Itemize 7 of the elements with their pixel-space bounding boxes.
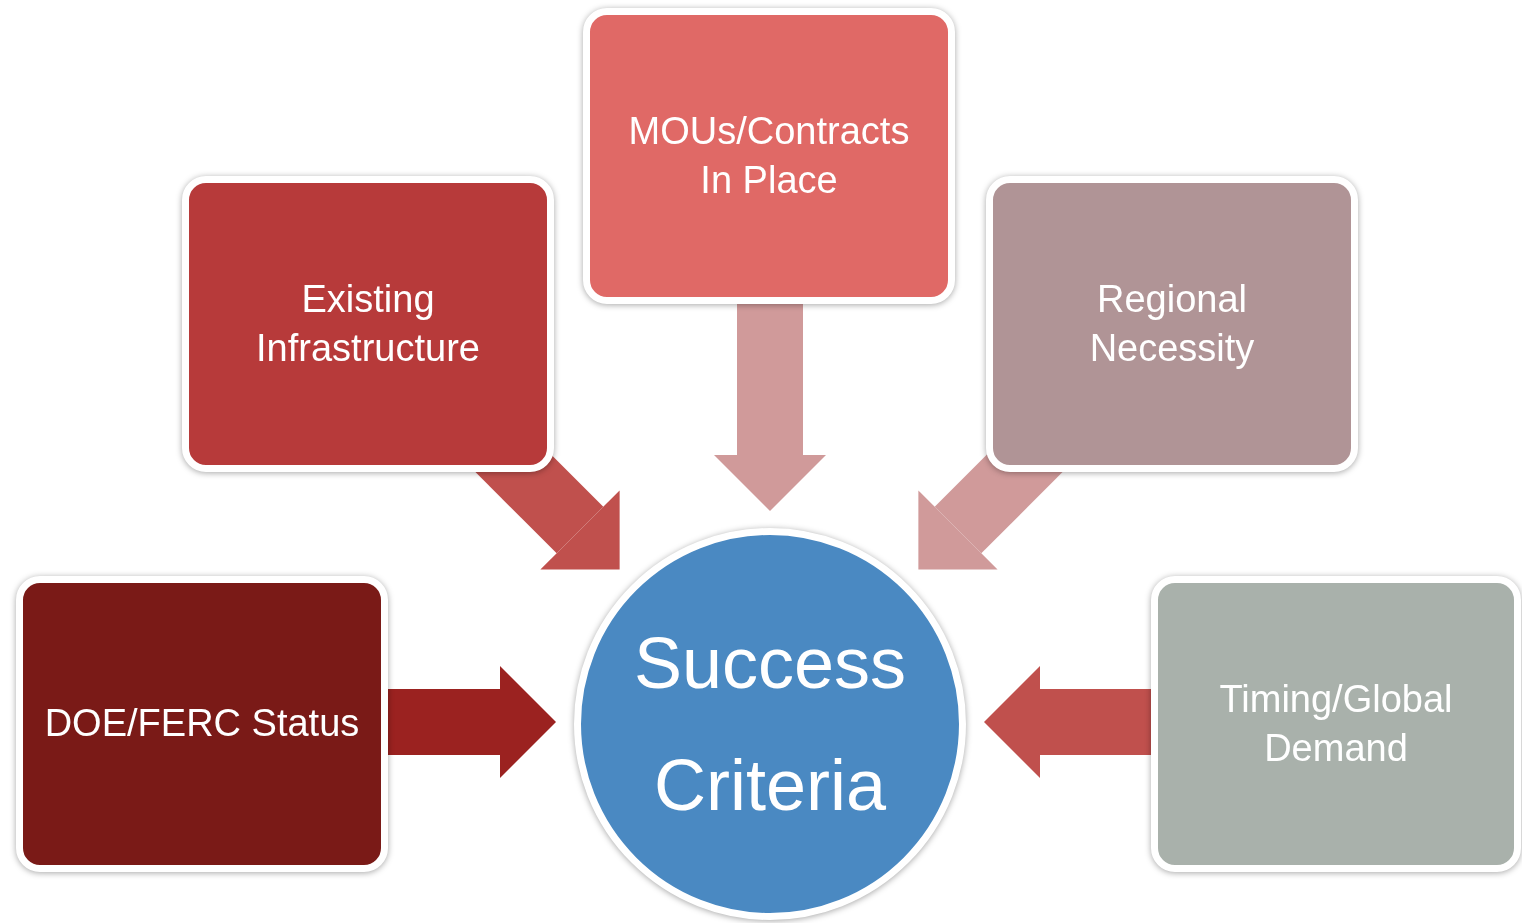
criterion-label: DOE/FERC Status bbox=[44, 701, 360, 747]
criterion-label: Regional Necessity bbox=[1088, 276, 1256, 371]
criterion-label: Existing Infrastructure bbox=[255, 276, 481, 371]
block-arrow bbox=[386, 666, 556, 778]
goal-label: Success Criteria bbox=[632, 621, 908, 827]
criterion-label: MOUs/Contracts In Place bbox=[627, 108, 911, 203]
criterion-label: Timing/Global Demand bbox=[1218, 676, 1454, 771]
